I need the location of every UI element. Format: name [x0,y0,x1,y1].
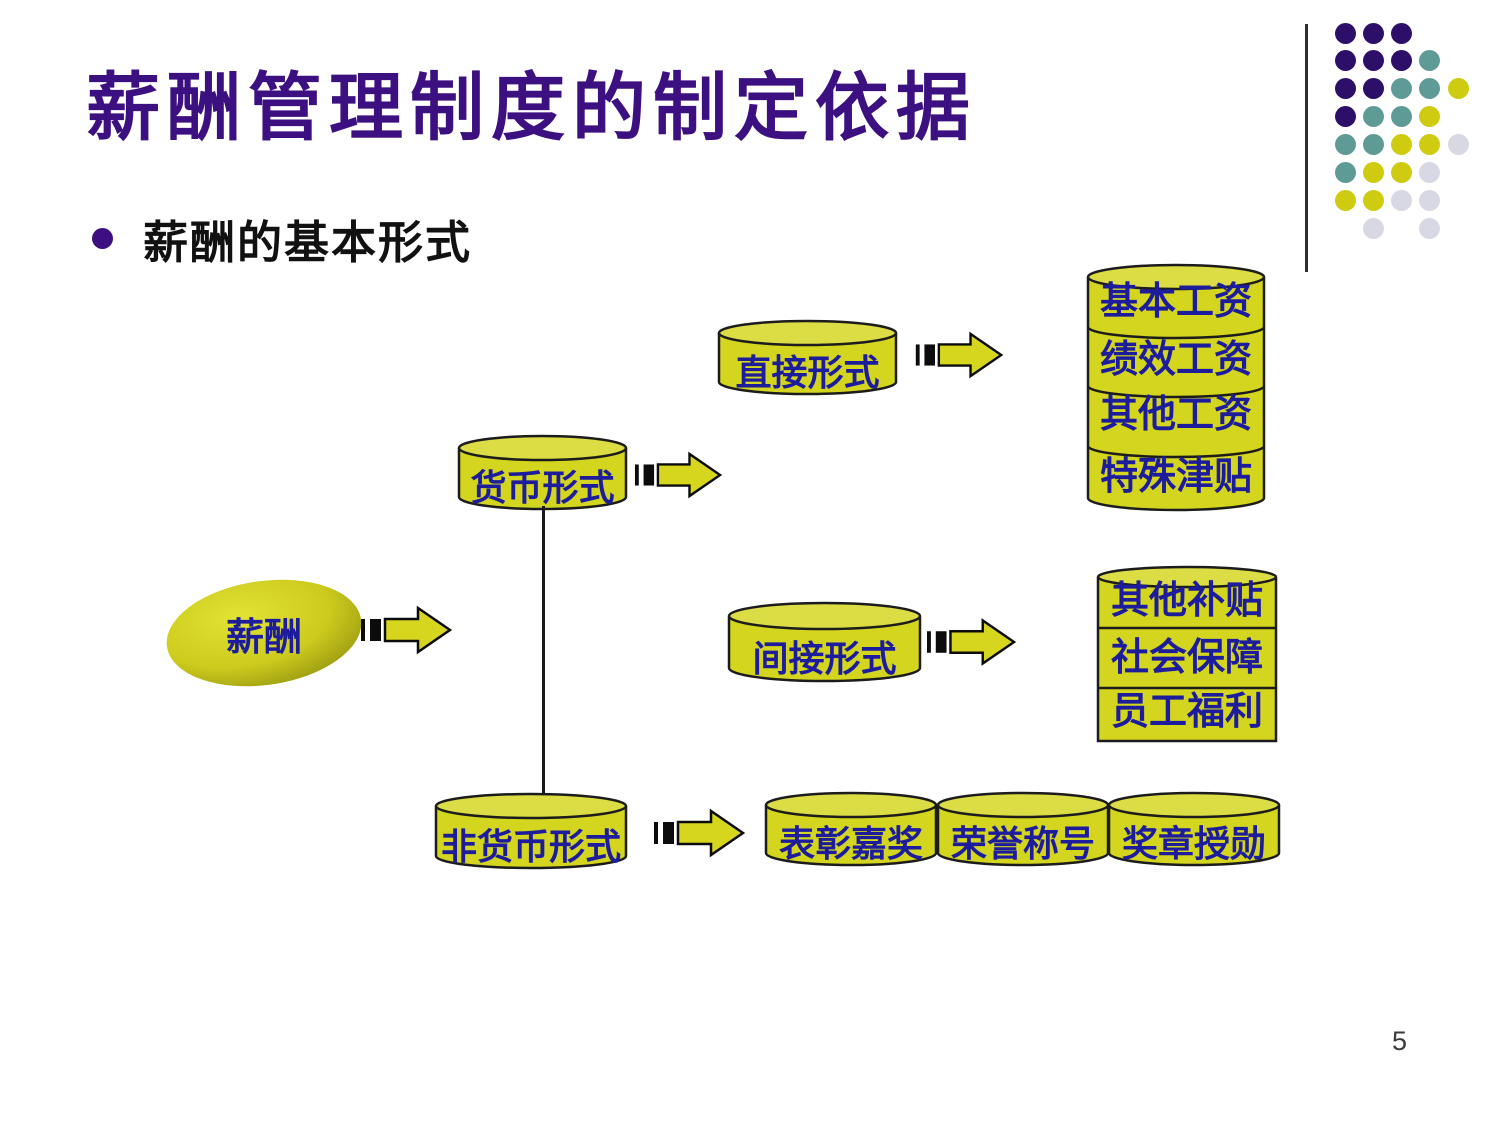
stacked-cylinder-shape-icon [1086,263,1266,512]
decor-dot [1391,22,1412,44]
bullet-icon [92,228,113,249]
decor-dot [1419,162,1441,183]
direct-item-label: 特殊津贴 [1099,456,1252,498]
cylinder-shape-icon [727,601,922,683]
node-monetary-form: 货币形式 [457,433,628,512]
direct-item-label: 基本工资 [1099,281,1252,323]
decor-dot [1419,217,1441,239]
decor-dot [1334,78,1356,100]
page-title: 薪酬管理制度的制定依据 [86,68,977,150]
node-medal-award: 奖章授勋 [1107,791,1281,868]
node-direct-form: 直接形式 [717,318,898,397]
decor-dot [1391,162,1412,183]
cylinder-shape-icon [717,319,898,396]
decor-dot [1334,189,1356,211]
decor-dot [1419,134,1441,156]
node-monetary-form-label: 货币形式 [470,467,615,508]
decor-dot [1362,78,1384,100]
node-compensation-label: 薪酬 [225,616,302,659]
node-commendation-label: 表彰嘉奖 [778,823,923,864]
decor-dot [1391,189,1412,211]
cylinder-shape-icon [457,434,628,511]
decor-dot [1391,78,1412,100]
bullet-text: 薪酬的基本形式 [143,218,473,268]
decor-vertical-line [1305,24,1308,272]
decor-dot [1419,78,1441,100]
striped-arrow-icon [653,808,745,858]
connector-line [542,506,545,798]
decor-dot [1419,189,1441,211]
striped-arrow-icon [926,617,1016,667]
decor-dot [1447,78,1469,100]
decor-dot [1362,22,1384,44]
direct-item-label: 其他工资 [1099,394,1252,436]
direct-item-label: 绩效工资 [1099,339,1252,381]
decor-dot [1362,106,1384,128]
decor-dot [1419,50,1441,72]
stack-indirect-items: 其他补贴 社会保障 员工福利 [1095,565,1279,743]
decor-dot [1334,106,1356,128]
cylinder-shape-icon [936,791,1110,867]
node-indirect-form: 间接形式 [727,600,922,685]
node-medal-award-label: 奖章授勋 [1121,823,1266,864]
decor-dot [1391,50,1412,72]
cylinder-shape-icon [434,792,628,870]
striped-arrow-icon [914,331,1004,379]
node-direct-form-label: 直接形式 [735,352,880,393]
indirect-item-label: 员工福利 [1110,691,1263,733]
cylinder-shape-icon [1107,791,1281,867]
decor-dot [1362,162,1384,183]
node-indirect-form-label: 间接形式 [752,638,897,679]
stacked-cylinder-shape-icon [1096,565,1278,743]
cylinder-shape-icon [764,791,938,867]
node-nonmonetary-form: 非货币形式 [434,791,628,872]
striped-arrow-icon [634,451,722,499]
node-commendation: 表彰嘉奖 [764,791,938,868]
decor-dot [1334,134,1356,156]
decor-dot [1334,22,1356,44]
node-compensation: 薪酬 [162,576,366,690]
decor-dot [1362,50,1384,72]
decor-dot [1391,106,1412,128]
decor-dot [1419,106,1441,128]
decor-dot [1362,134,1384,156]
striped-arrow-icon [360,605,452,655]
node-nonmonetary-form-label: 非货币形式 [440,826,621,867]
ellipse-shape-icon [166,579,362,687]
indirect-item-label: 其他补贴 [1110,580,1263,622]
indirect-item-label: 社会保障 [1110,637,1263,679]
node-honorary-title: 荣誉称号 [936,791,1110,868]
decor-dot [1334,162,1356,183]
decor-dot [1362,217,1384,239]
decor-dot [1334,50,1356,72]
node-honorary-title-label: 荣誉称号 [950,823,1095,864]
decor-dot [1391,134,1412,156]
stack-direct-items: 基本工资 绩效工资 其他工资 特殊津贴 [1085,262,1267,512]
page-number: 5 [1392,1026,1408,1056]
decor-dot [1362,189,1384,211]
decor-dot [1447,134,1469,156]
